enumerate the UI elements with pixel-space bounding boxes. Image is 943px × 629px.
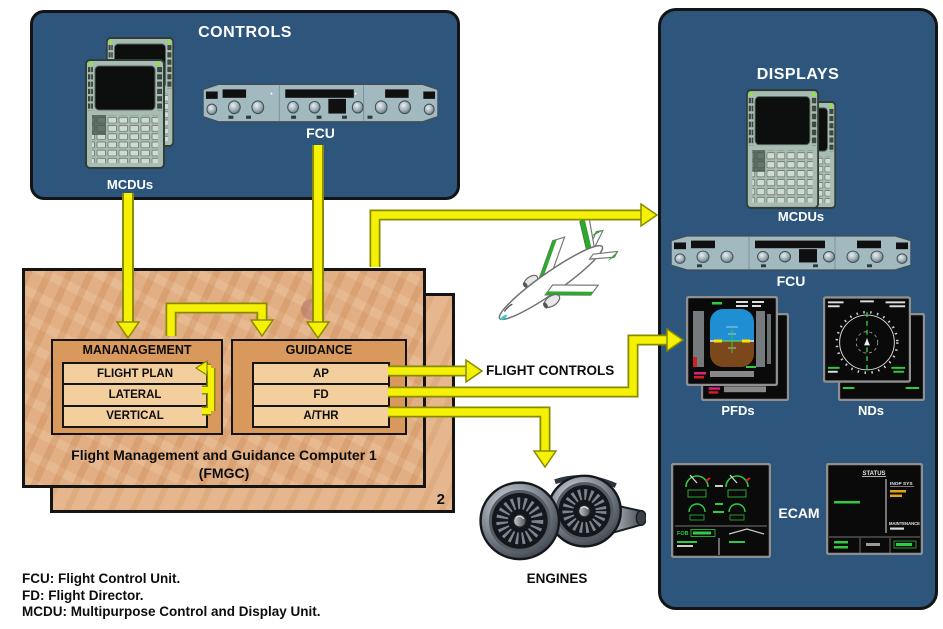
ecam-fob-label: FOB <box>677 531 689 537</box>
controls-mcdus-label: MCDUs <box>106 177 154 192</box>
ecam-label: ECAM <box>778 505 820 521</box>
nds-label: NDs <box>857 403 884 418</box>
row-fd: FD <box>254 385 388 407</box>
guidance-block: GUIDANCE AP FD A/THR <box>231 339 407 435</box>
legend-line-fd: FD: Flight Director. <box>22 587 144 603</box>
aircraft-image <box>498 218 619 321</box>
displays-mcdus-label: MCDUs <box>777 209 825 224</box>
ecam-inop-label: INOP SYS <box>890 481 913 487</box>
fmgc-box-1: MANANAGEMENT FLIGHT PLAN LATERAL VERTICA… <box>22 268 426 488</box>
engines-label: ENGINES <box>526 571 588 586</box>
legend: FCU: Flight Control Unit. FD: Flight Dir… <box>22 571 321 621</box>
pfds-label: PFDs <box>721 403 755 418</box>
displays-panel: DISPLAYS MCDUs <box>658 8 938 610</box>
guidance-rows: AP FD A/THR <box>252 362 390 428</box>
row-ap: AP <box>254 364 388 386</box>
displays-fcu-label: FCU <box>776 273 806 289</box>
display-mcdu-image-front <box>746 89 819 209</box>
flight-controls-label: FLIGHT CONTROLS <box>486 363 615 378</box>
mcdu-image-front <box>85 59 165 169</box>
nd-image-front <box>823 296 911 383</box>
ecam-maintenance-label: MAINTENANCE <box>889 521 920 526</box>
guidance-header: GUIDANCE <box>285 343 353 357</box>
controls-title: CONTROLS <box>198 24 292 41</box>
displays-fcu-image <box>671 235 911 271</box>
legend-line-fcu: FCU: Flight Control Unit. <box>22 571 181 586</box>
row-athr: A/THR <box>303 410 339 423</box>
row-lateral: LATERAL <box>64 385 206 407</box>
engines-image <box>479 474 646 561</box>
legend-line-mcdu: MCDU: Multipurpose Control and Display U… <box>22 604 321 619</box>
fmgc-title-line2: (FMGC) <box>198 465 250 481</box>
displays-title: DISPLAYS <box>756 66 840 83</box>
fmgc-title-line1: Flight Management and Guidance Computer … <box>71 447 377 463</box>
controls-panel: CONTROLS MCDUs <box>30 10 460 200</box>
pfd-image-front <box>686 296 778 386</box>
management-block: MANANAGEMENT FLIGHT PLAN LATERAL VERTICA… <box>51 339 223 435</box>
management-rows: FLIGHT PLAN LATERAL VERTICAL <box>62 362 208 428</box>
management-header: MANANAGEMENT <box>82 343 192 357</box>
fmgc2-number: 2 <box>436 491 445 508</box>
ecam-status-title: STATUS <box>862 471 885 477</box>
controls-fcu-label: FCU <box>306 125 335 141</box>
row-vertical: VERTICAL <box>106 410 164 423</box>
fcu-image <box>203 83 438 123</box>
row-flight-plan: FLIGHT PLAN <box>64 364 206 386</box>
ecam-engine-display-image: FOB <box>671 463 771 558</box>
ecam-status-display-image: STATUS INOP SYS MAINTENANCE <box>826 463 923 555</box>
